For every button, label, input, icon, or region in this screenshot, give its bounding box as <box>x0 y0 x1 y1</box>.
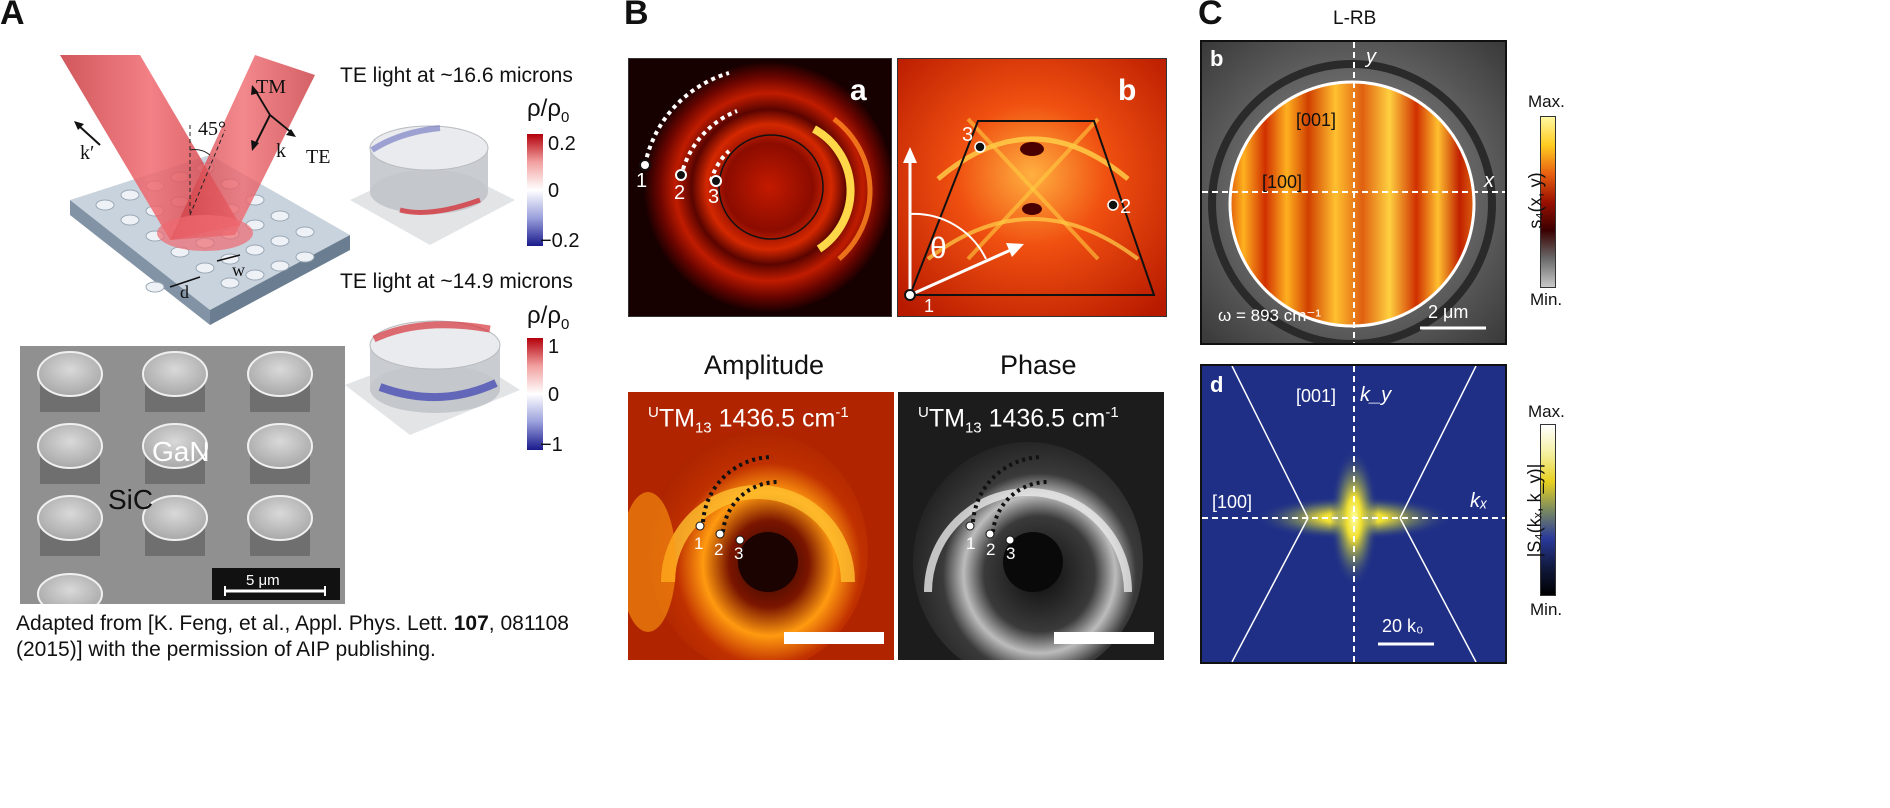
subpanel-letter-a: a <box>850 74 867 107</box>
c-top-y: y <box>1366 46 1376 68</box>
label-angle: 45° <box>198 118 226 140</box>
rho-label-2: ρ/ρ0 <box>527 302 570 333</box>
point-1-b: 1 <box>924 296 935 316</box>
phase-scale-bar <box>1054 632 1154 644</box>
subpanel-letter-b: b <box>1118 74 1137 107</box>
c-top-colorbar <box>1540 116 1556 288</box>
c-top-cb-label: s₄(x, y) <box>1525 172 1546 229</box>
phase-title: Phase <box>1000 350 1077 380</box>
colorbar-1-tick-mid: 0 <box>548 180 560 202</box>
label-te: TE <box>306 146 331 168</box>
phase-point-3: 3 <box>1006 544 1016 563</box>
sem-scale-label: 5 μm <box>246 572 280 589</box>
colorbar-1-tick-top: 0.2 <box>548 133 576 155</box>
label-d: d <box>180 282 189 302</box>
c-sub-d: d <box>1210 372 1224 397</box>
amp-point-2: 2 <box>714 540 724 559</box>
colorbar-2-tick-mid: 0 <box>548 384 560 406</box>
point-3-b: 3 <box>962 124 974 146</box>
caption-line-1: Adapted from [K. Feng, et al., Appl. Phy… <box>16 612 569 635</box>
charge-density-disk-1 <box>340 100 520 250</box>
c-bottom-ky: k_y <box>1360 384 1392 406</box>
c-bottom-cb-label: |S₄(kₓ, k_y)| <box>1524 463 1545 558</box>
amplitude-scale-bar <box>784 632 884 644</box>
near-field-map-b <box>897 58 1167 317</box>
c-bottom-cb-max: Max. <box>1528 402 1565 421</box>
sem-label-gan: GaN <box>152 436 210 467</box>
colorbar-2 <box>527 338 543 450</box>
label-w: w <box>232 260 245 280</box>
c-top-cb-min: Min. <box>1530 290 1563 309</box>
te-light-label-1: TE light at ~16.6 microns <box>340 64 573 87</box>
phase-map <box>898 392 1164 660</box>
theta-label: θ <box>930 232 947 265</box>
amplitude-title: Amplitude <box>704 350 825 380</box>
label-kprime: k′ <box>80 142 95 164</box>
label-k: k <box>276 140 286 162</box>
c-top-scale: 2 μm <box>1428 302 1469 322</box>
point-1-a: 1 <box>636 170 648 192</box>
sem-image <box>20 346 345 604</box>
point-2-a: 2 <box>674 182 686 204</box>
c-bottom-dir2: [100] <box>1212 492 1253 512</box>
c-sub-b: b <box>1210 46 1224 71</box>
point-3-a: 3 <box>708 186 720 208</box>
rho-label-1: ρ/ρ0 <box>527 95 570 126</box>
phase-point-1: 1 <box>966 534 976 553</box>
point-2-b: 2 <box>1120 196 1132 218</box>
k-space-map <box>1200 364 1507 664</box>
real-space-map <box>1200 40 1507 345</box>
amp-point-1: 1 <box>694 534 704 553</box>
c-bottom-dir1: [001] <box>1296 386 1337 406</box>
c-title: L-RB <box>1333 8 1377 29</box>
c-bottom-scale: 20 k₀ <box>1382 616 1424 636</box>
c-top-x: x <box>1484 170 1494 192</box>
panel-letter-c: C <box>1198 0 1223 32</box>
caption-line-2: (2015)] with the permission of AIP publi… <box>16 638 436 661</box>
te-light-label-2: TE light at ~14.9 microns <box>340 270 573 293</box>
label-tm: TM <box>256 76 286 98</box>
colorbar-2-tick-bottom: −1 <box>540 434 563 456</box>
sem-label-sic: SiC <box>108 484 154 515</box>
metasurface-schematic <box>60 55 360 345</box>
c-top-cb-max: Max. <box>1528 92 1565 111</box>
phase-point-2: 2 <box>986 540 996 559</box>
c-bottom-colorbar <box>1540 424 1556 596</box>
colorbar-2-tick-top: 1 <box>548 336 560 358</box>
panel-letter-a: A <box>0 0 25 32</box>
colorbar-1-tick-bottom: −0.2 <box>540 230 580 252</box>
c-bottom-kx: kₓ <box>1470 490 1488 512</box>
amplitude-map <box>628 392 894 660</box>
panel-letter-b: B <box>624 0 649 32</box>
charge-density-disk-2 <box>340 305 525 465</box>
c-top-omega: ω = 893 cm⁻¹ <box>1218 306 1322 325</box>
c-top-dir1: [001] <box>1296 110 1337 130</box>
c-bottom-cb-min: Min. <box>1530 600 1563 619</box>
c-top-dir2: [100] <box>1262 172 1303 192</box>
amp-point-3: 3 <box>734 544 744 563</box>
colorbar-1 <box>527 134 543 246</box>
phase-mode-label: UTM13 1436.5 cm-1 <box>918 404 1119 437</box>
amplitude-mode-label: UTM13 1436.5 cm-1 <box>648 404 849 437</box>
near-field-map-a <box>628 58 892 317</box>
